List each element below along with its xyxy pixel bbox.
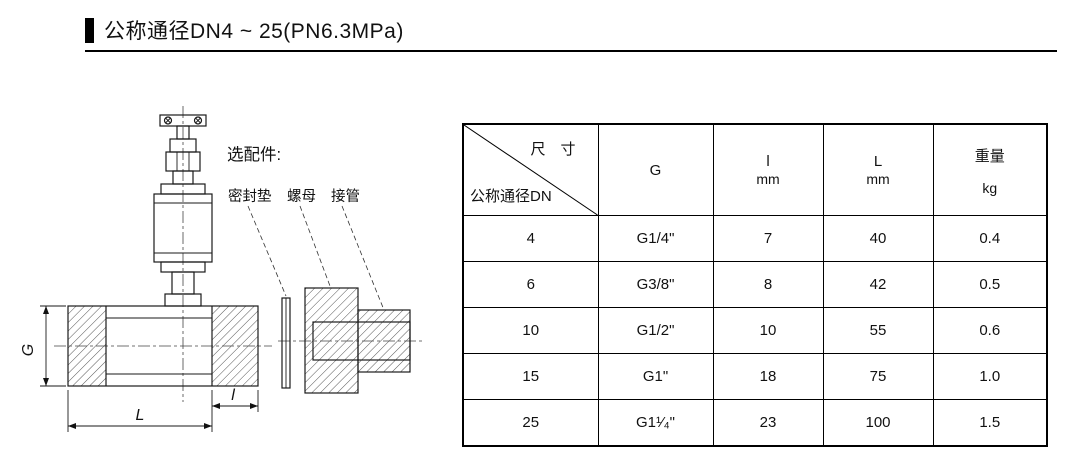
- cell-g: G1/2": [597, 307, 714, 354]
- dimension-G: G: [20, 305, 66, 387]
- col-label-L: L: [873, 153, 883, 170]
- corner-label-dn: 公称通径DN: [470, 188, 552, 205]
- valve-technical-drawing: G L l 选配件: 密封垫 螺母 接管: [20, 106, 422, 432]
- table-row: 15 G1" 18 75 1.0: [462, 353, 1048, 400]
- pipe-label: 接管: [331, 188, 360, 205]
- cell-kg: 1.0: [932, 353, 1048, 400]
- col-unit-l: mm: [756, 171, 780, 187]
- cell-dn: 6: [462, 261, 599, 308]
- col-header-weight: 重量 kg: [932, 123, 1048, 216]
- col-label-weight: 重量: [974, 147, 1005, 165]
- cell-kg: 0.5: [932, 261, 1048, 308]
- table-row: 25 G1¹⁄₄" 23 100 1.5: [462, 399, 1048, 447]
- page-title: 公称通径DN4 ~ 25(PN6.3MPa): [104, 20, 404, 43]
- table-row: 6 G3/8" 8 42 0.5: [462, 261, 1048, 308]
- cell-dn: 25: [462, 399, 599, 447]
- col-header-l: l mm: [712, 123, 824, 216]
- title-accent-bar: [85, 17, 94, 43]
- col-label-G: G: [649, 161, 662, 179]
- cell-L: 75: [822, 353, 934, 400]
- cell-L: 42: [822, 261, 934, 308]
- cell-kg: 0.4: [932, 215, 1048, 262]
- nut-leader-line: [299, 205, 331, 287]
- cell-L: 40: [822, 215, 934, 262]
- dimension-L: L: [67, 390, 213, 432]
- valve-stem-assembly: [153, 114, 213, 307]
- col-unit-weight: kg: [982, 179, 998, 196]
- accessories-title: 选配件:: [227, 145, 281, 164]
- cell-g: G1/4": [597, 215, 714, 262]
- cell-dn: 4: [462, 215, 599, 262]
- table-row: 4 G1/4" 7 40 0.4: [462, 215, 1048, 262]
- cell-dn: 10: [462, 307, 599, 354]
- table-corner-cell: 尺 寸 公称通径DN: [462, 123, 599, 216]
- dim-label-l: l: [231, 387, 235, 404]
- cell-l: 8: [712, 261, 824, 308]
- col-header-G: G: [597, 123, 714, 216]
- pipe-leader-line: [341, 205, 385, 311]
- cell-g: G1": [597, 353, 714, 400]
- dim-label-G: G: [20, 344, 37, 356]
- col-label-l: l: [766, 153, 770, 170]
- gasket-leader-line: [247, 205, 287, 297]
- dim-label-L: L: [136, 407, 145, 424]
- section-title-block: 公称通径DN4 ~ 25(PN6.3MPa): [85, 15, 1057, 52]
- gasket-label: 密封垫: [228, 188, 272, 205]
- nut-label: 螺母: [287, 188, 316, 205]
- cell-kg: 1.5: [932, 399, 1048, 447]
- cell-g: G1¹⁄₄": [597, 399, 714, 447]
- cell-g: G3/8": [597, 261, 714, 308]
- cell-L: 100: [822, 399, 934, 447]
- cell-l: 23: [712, 399, 824, 447]
- cell-l: 7: [712, 215, 824, 262]
- accessory-parts: [281, 287, 411, 394]
- col-unit-L: mm: [866, 171, 890, 187]
- diagonal-divider-line: [464, 125, 598, 215]
- col-header-L: L mm: [822, 123, 934, 216]
- table-row: 10 G1/2" 10 55 0.6: [462, 307, 1048, 354]
- cell-l: 18: [712, 353, 824, 400]
- table-header-row: 尺 寸 公称通径DN G l mm L: [462, 123, 1048, 216]
- spec-table: 尺 寸 公称通径DN G l mm L: [462, 123, 1048, 447]
- cell-L: 55: [822, 307, 934, 354]
- valve-body: [67, 305, 259, 387]
- cell-l: 10: [712, 307, 824, 354]
- cell-kg: 0.6: [932, 307, 1048, 354]
- dimension-l: l: [212, 387, 259, 412]
- corner-label-size: 尺 寸: [530, 141, 576, 158]
- cell-dn: 15: [462, 353, 599, 400]
